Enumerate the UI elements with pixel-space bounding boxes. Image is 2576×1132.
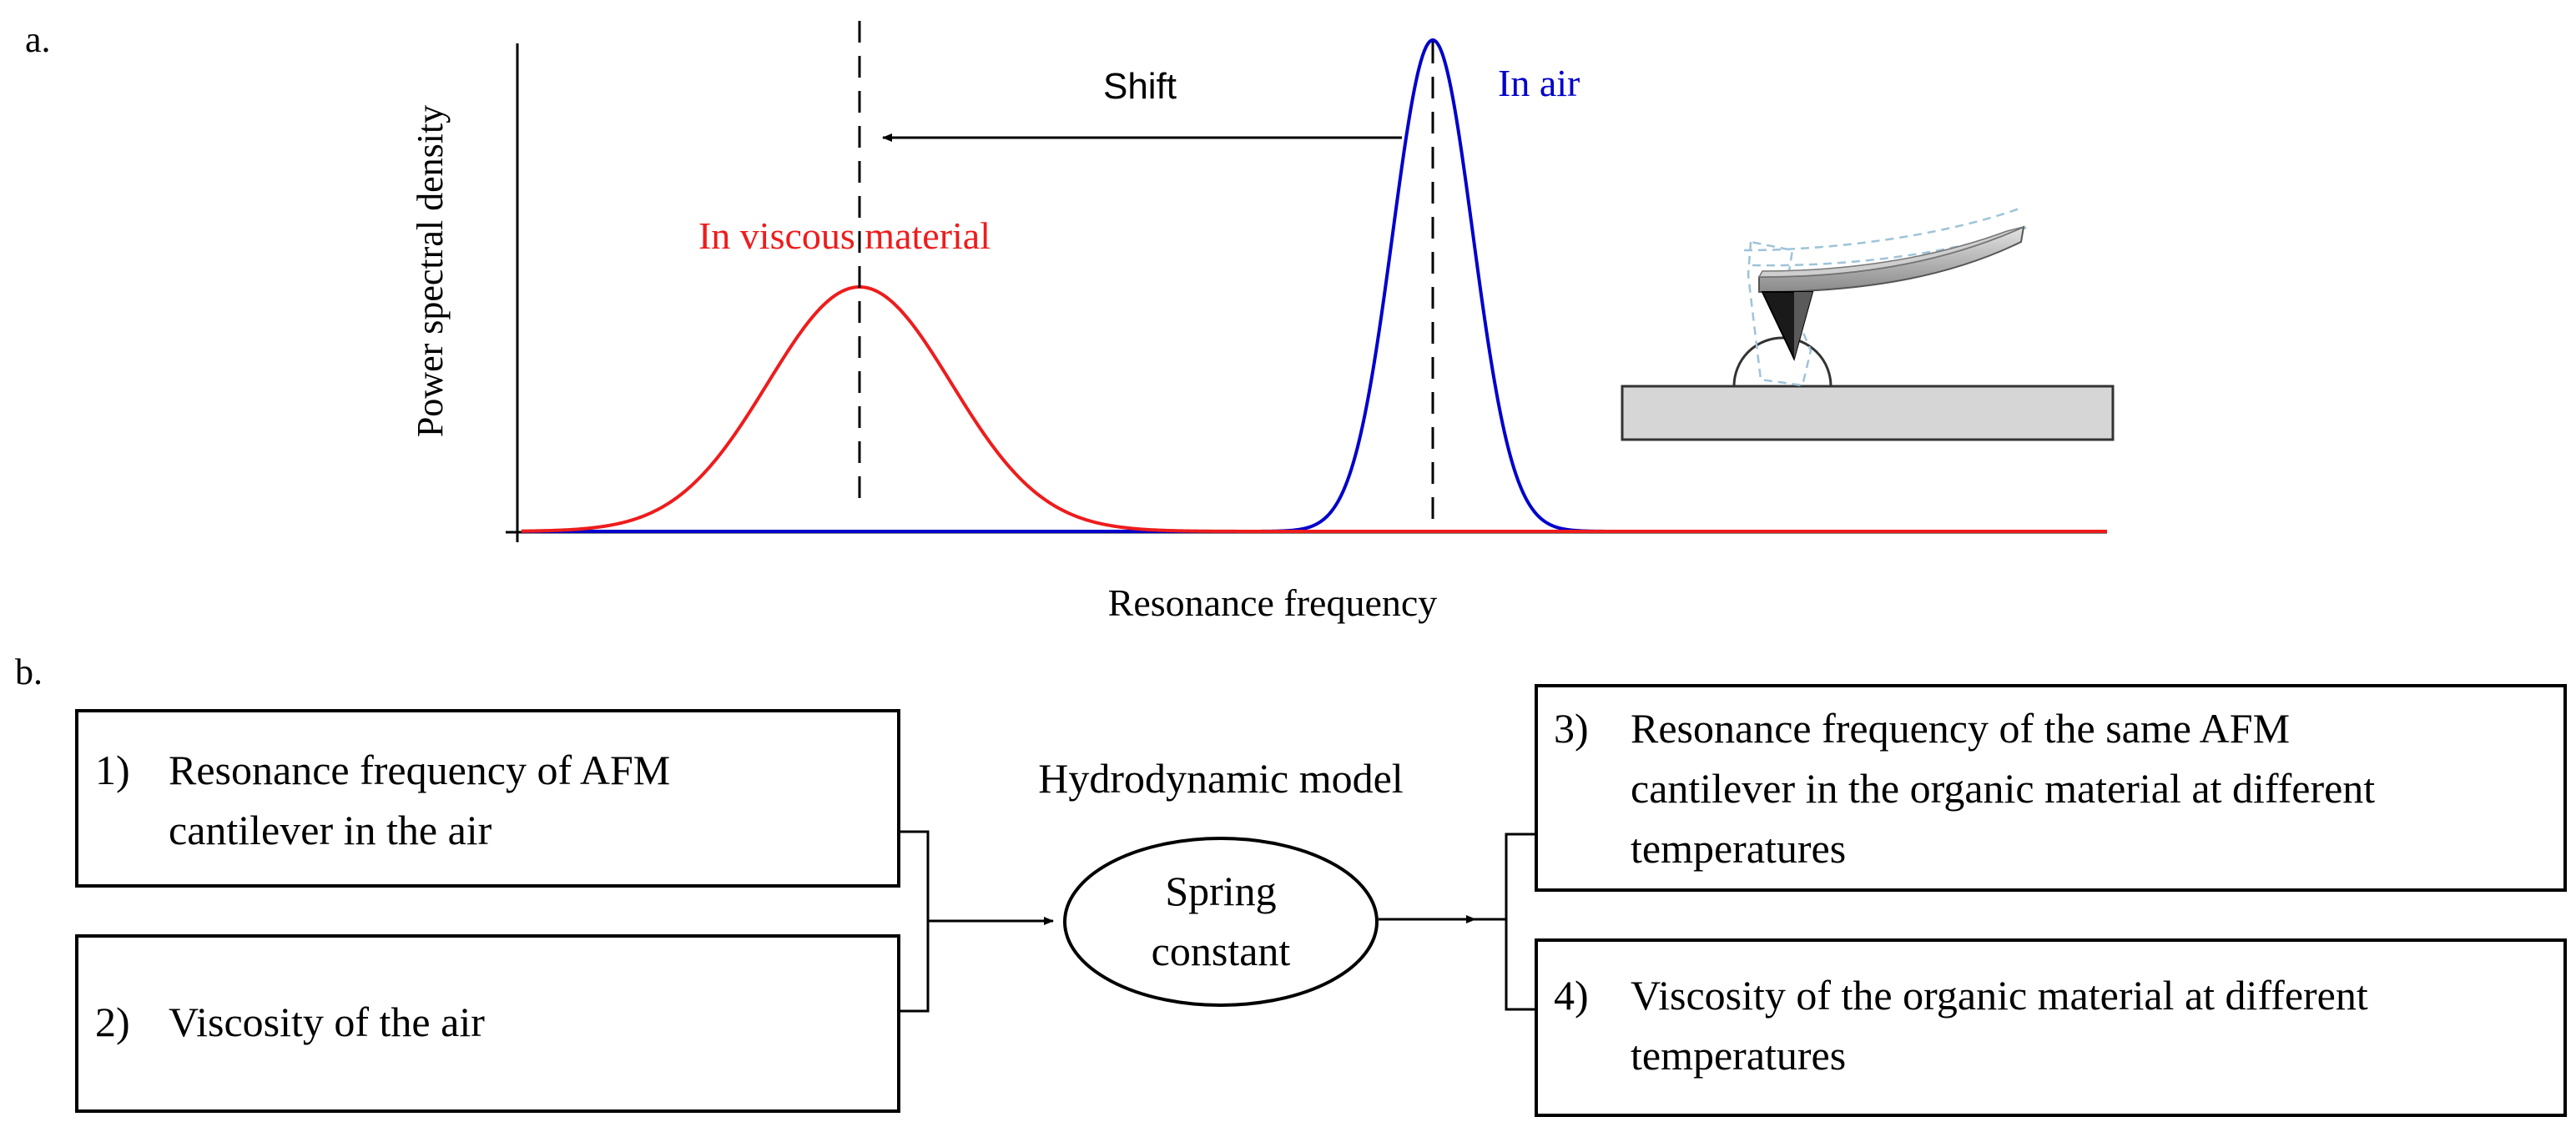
in-viscous-material-curve bbox=[521, 285, 2107, 533]
box-4 bbox=[1535, 938, 2567, 1117]
box-4-number: 4) bbox=[1554, 972, 1589, 1019]
substrate bbox=[1621, 385, 2115, 441]
afm-cantilever-illustration bbox=[1621, 207, 2115, 441]
right-bracket bbox=[1475, 833, 1536, 1011]
box-3-line-2: cantilever in the organic material at di… bbox=[1631, 765, 2375, 812]
y-axis-label: Power spectral density bbox=[410, 105, 451, 437]
box-3-line-3: temperatures bbox=[1631, 825, 1846, 872]
cantilever-beam bbox=[1758, 225, 2025, 294]
box-4-line-1: Viscosity of the organic material at dif… bbox=[1631, 972, 2368, 1019]
box-3-line-1: Resonance frequency of the same AFM bbox=[1631, 705, 2290, 752]
box-2-number: 2) bbox=[95, 999, 130, 1045]
in-air-label: In air bbox=[1498, 62, 1580, 104]
sample-dome bbox=[1732, 336, 1832, 387]
shift-label: Shift bbox=[1103, 66, 1177, 107]
box-3-number: 3) bbox=[1554, 705, 1589, 752]
panel-a-label: a. bbox=[25, 19, 51, 60]
box-1-number: 1) bbox=[95, 747, 130, 793]
box-1-line-2: cantilever in the air bbox=[169, 807, 492, 853]
left-bracket bbox=[900, 830, 936, 1013]
x-axis-label: Resonance frequency bbox=[1108, 581, 1438, 624]
box-4-line-2: temperatures bbox=[1631, 1032, 1846, 1079]
panel-b-label: b. bbox=[15, 652, 43, 692]
box-1 bbox=[75, 709, 900, 888]
in-viscous-material-label: In viscous material bbox=[698, 214, 991, 257]
hydrodynamic-model-label: Hydrodynamic model bbox=[1038, 755, 1403, 802]
ellipse-line-1: Spring bbox=[1165, 868, 1276, 914]
box-2-line-1: Viscosity of the air bbox=[169, 999, 485, 1045]
box-2 bbox=[75, 934, 900, 1113]
spring-constant-ellipse bbox=[1063, 837, 1379, 1007]
box-3 bbox=[1535, 684, 2567, 892]
ellipse-line-2: constant bbox=[1152, 928, 1291, 974]
box-1-line-1: Resonance frequency of AFM bbox=[169, 747, 670, 793]
